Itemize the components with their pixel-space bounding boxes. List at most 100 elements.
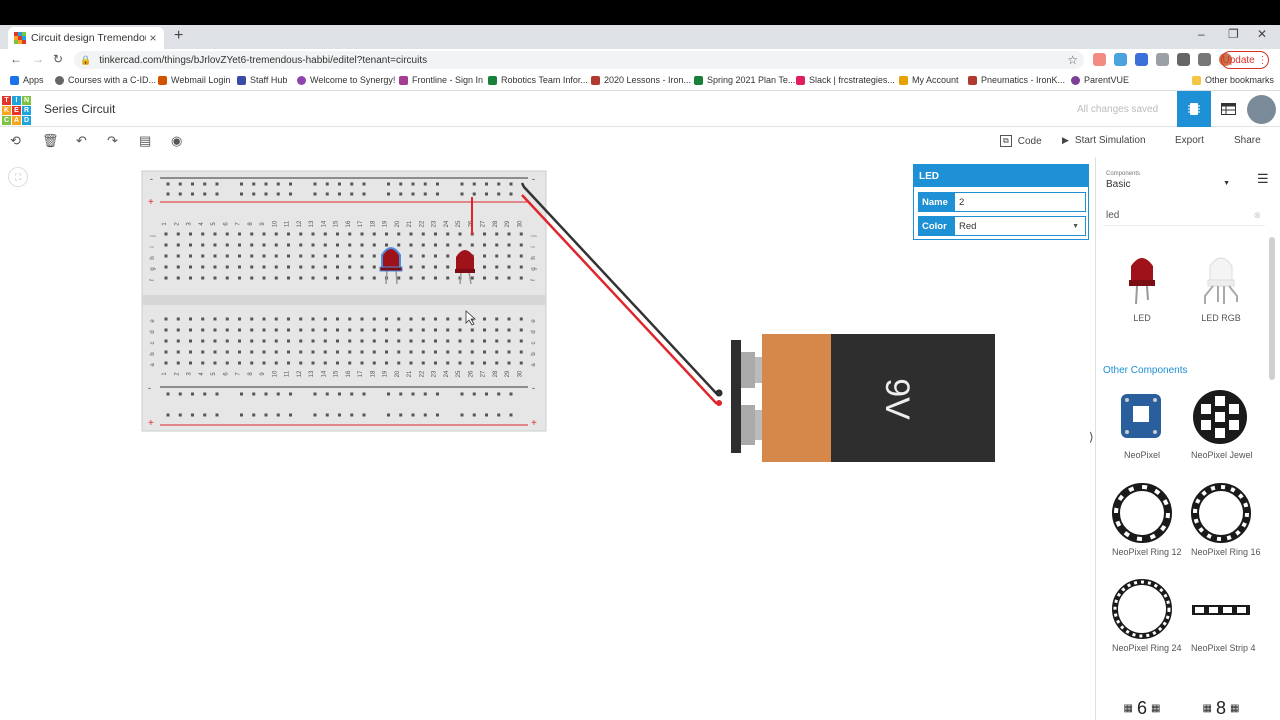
circuit-view-button[interactable] <box>1177 91 1211 127</box>
breadboard-hole[interactable] <box>399 182 403 186</box>
breadboard-hole[interactable] <box>238 339 241 343</box>
design-title[interactable]: Series Circuit <box>44 102 116 116</box>
bookmark-item[interactable]: Welcome to Synergy! <box>297 75 395 85</box>
breadboard-hole[interactable] <box>409 254 413 258</box>
breadboard-hole[interactable] <box>495 276 499 280</box>
breadboard-hole[interactable] <box>178 413 182 417</box>
breadboard-hole[interactable] <box>495 350 499 354</box>
breadboard-hole[interactable] <box>446 361 450 365</box>
breadboard-hole[interactable] <box>360 232 364 236</box>
breadboard-hole[interactable] <box>201 317 205 321</box>
breadboard-hole[interactable] <box>166 392 170 396</box>
breadboard-hole[interactable] <box>176 350 180 354</box>
breadboard-hole[interactable] <box>262 361 266 365</box>
breadboard-hole[interactable] <box>409 317 413 321</box>
breadboard-hole[interactable] <box>458 243 462 247</box>
forward-icon[interactable]: → <box>32 52 44 66</box>
breadboard-hole[interactable] <box>372 361 376 365</box>
breadboard-hole[interactable] <box>215 392 219 396</box>
breadboard-hole[interactable] <box>238 254 241 258</box>
breadboard-hole[interactable] <box>472 182 476 186</box>
breadboard-hole[interactable] <box>348 265 352 269</box>
breadboard-hole[interactable] <box>287 317 290 321</box>
breadboard-hole[interactable] <box>299 254 303 258</box>
breadboard-hole[interactable] <box>397 317 401 321</box>
breadboard-hole[interactable] <box>252 182 256 186</box>
color-select[interactable]: Red ▼ <box>954 216 1086 236</box>
breadboard-hole[interactable] <box>372 265 376 269</box>
breadboard-hole[interactable] <box>519 361 523 365</box>
breadboard-hole[interactable] <box>387 413 390 417</box>
breadboard-hole[interactable] <box>240 182 243 186</box>
breadboard-hole[interactable] <box>483 350 486 354</box>
breadboard-hole[interactable] <box>387 182 390 186</box>
breadboard-hole[interactable] <box>191 192 194 196</box>
notes-icon[interactable]: ▤ <box>139 133 152 148</box>
breadboard-hole[interactable] <box>287 350 290 354</box>
breadboard-hole[interactable] <box>409 232 413 236</box>
breadboard-hole[interactable] <box>483 254 486 258</box>
playlist-icon[interactable] <box>1198 53 1211 66</box>
collapse-panel-icon[interactable]: ⟩ <box>1089 430 1094 444</box>
breadboard-hole[interactable] <box>519 232 523 236</box>
breadboard-hole[interactable] <box>250 232 254 236</box>
breadboard-hole[interactable] <box>311 339 315 343</box>
breadboard-hole[interactable] <box>299 265 303 269</box>
breadboard-hole[interactable] <box>509 192 513 196</box>
breadboard-hole[interactable] <box>250 361 254 365</box>
breadboard-hole[interactable] <box>250 254 254 258</box>
breadboard-hole[interactable] <box>411 392 415 396</box>
breadboard-hole[interactable] <box>409 361 413 365</box>
breadboard-hole[interactable] <box>336 276 339 280</box>
breadboard-hole[interactable] <box>495 243 499 247</box>
breadboard-hole[interactable] <box>176 276 180 280</box>
breadboard-hole[interactable] <box>519 328 523 332</box>
breadboard-hole[interactable] <box>336 328 339 332</box>
breadboard-hole[interactable] <box>519 254 523 258</box>
breadboard-hole[interactable] <box>446 254 450 258</box>
breadboard-hole[interactable] <box>495 254 499 258</box>
breadboard-hole[interactable] <box>250 276 254 280</box>
breadboard-hole[interactable] <box>287 265 290 269</box>
breadboard-hole[interactable] <box>274 339 278 343</box>
reload-icon[interactable]: ↻ <box>53 52 64 66</box>
breadboard-hole[interactable] <box>262 350 266 354</box>
breadboard-hole[interactable] <box>460 182 464 186</box>
breadboard-hole[interactable] <box>225 254 229 258</box>
breadboard-hole[interactable] <box>189 350 192 354</box>
breadboard-hole[interactable] <box>238 243 241 247</box>
breadboard-hole[interactable] <box>313 182 317 186</box>
breadboard-hole[interactable] <box>323 317 327 321</box>
breadboard-hole[interactable] <box>240 413 243 417</box>
breadboard-hole[interactable] <box>274 243 278 247</box>
breadboard-hole[interactable] <box>164 361 168 365</box>
component-search-input[interactable]: led ⊗ <box>1103 208 1265 226</box>
clear-search-icon[interactable]: ⊗ <box>1253 210 1261 220</box>
black-wire[interactable] <box>520 182 722 395</box>
breadboard-hole[interactable] <box>311 317 315 321</box>
extension-icon[interactable] <box>1114 53 1127 66</box>
breadboard-hole[interactable] <box>421 317 425 321</box>
breadboard-hole[interactable] <box>348 339 352 343</box>
breadboard-hole[interactable] <box>421 328 425 332</box>
breadboard-hole[interactable] <box>507 328 511 332</box>
breadboard-hole[interactable] <box>289 192 292 196</box>
breadboard-hole[interactable] <box>336 361 339 365</box>
breadboard-hole[interactable] <box>225 232 229 236</box>
bookmark-star-icon[interactable]: ☆ <box>1067 53 1078 67</box>
bookmark-item[interactable]: Webmail Login <box>158 75 230 85</box>
breadboard-hole[interactable] <box>276 413 280 417</box>
breadboard-hole[interactable] <box>203 413 207 417</box>
breadboard-hole[interactable] <box>299 243 303 247</box>
breadboard-hole[interactable] <box>262 339 266 343</box>
breadboard-hole[interactable] <box>372 317 376 321</box>
component-neopixel-strip-4[interactable]: NeoPixel Strip 4 <box>1191 579 1256 654</box>
breadboard-hole[interactable] <box>446 243 450 247</box>
breadboard-hole[interactable] <box>497 413 501 417</box>
breadboard-hole[interactable] <box>311 243 315 247</box>
breadboard-hole[interactable] <box>348 317 352 321</box>
breadboard-hole[interactable] <box>436 392 439 396</box>
breadboard-hole[interactable] <box>409 243 413 247</box>
breadboard-hole[interactable] <box>421 254 425 258</box>
